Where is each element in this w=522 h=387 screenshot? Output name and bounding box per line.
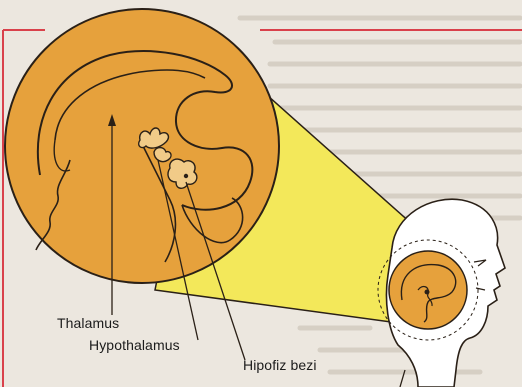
large-brain-circle <box>5 9 279 283</box>
label-thalamus: Thalamus <box>57 315 119 331</box>
label-pituitary: Hipofiz bezi <box>243 357 317 373</box>
label-hypothalamus: Hypothalamus <box>89 337 180 353</box>
